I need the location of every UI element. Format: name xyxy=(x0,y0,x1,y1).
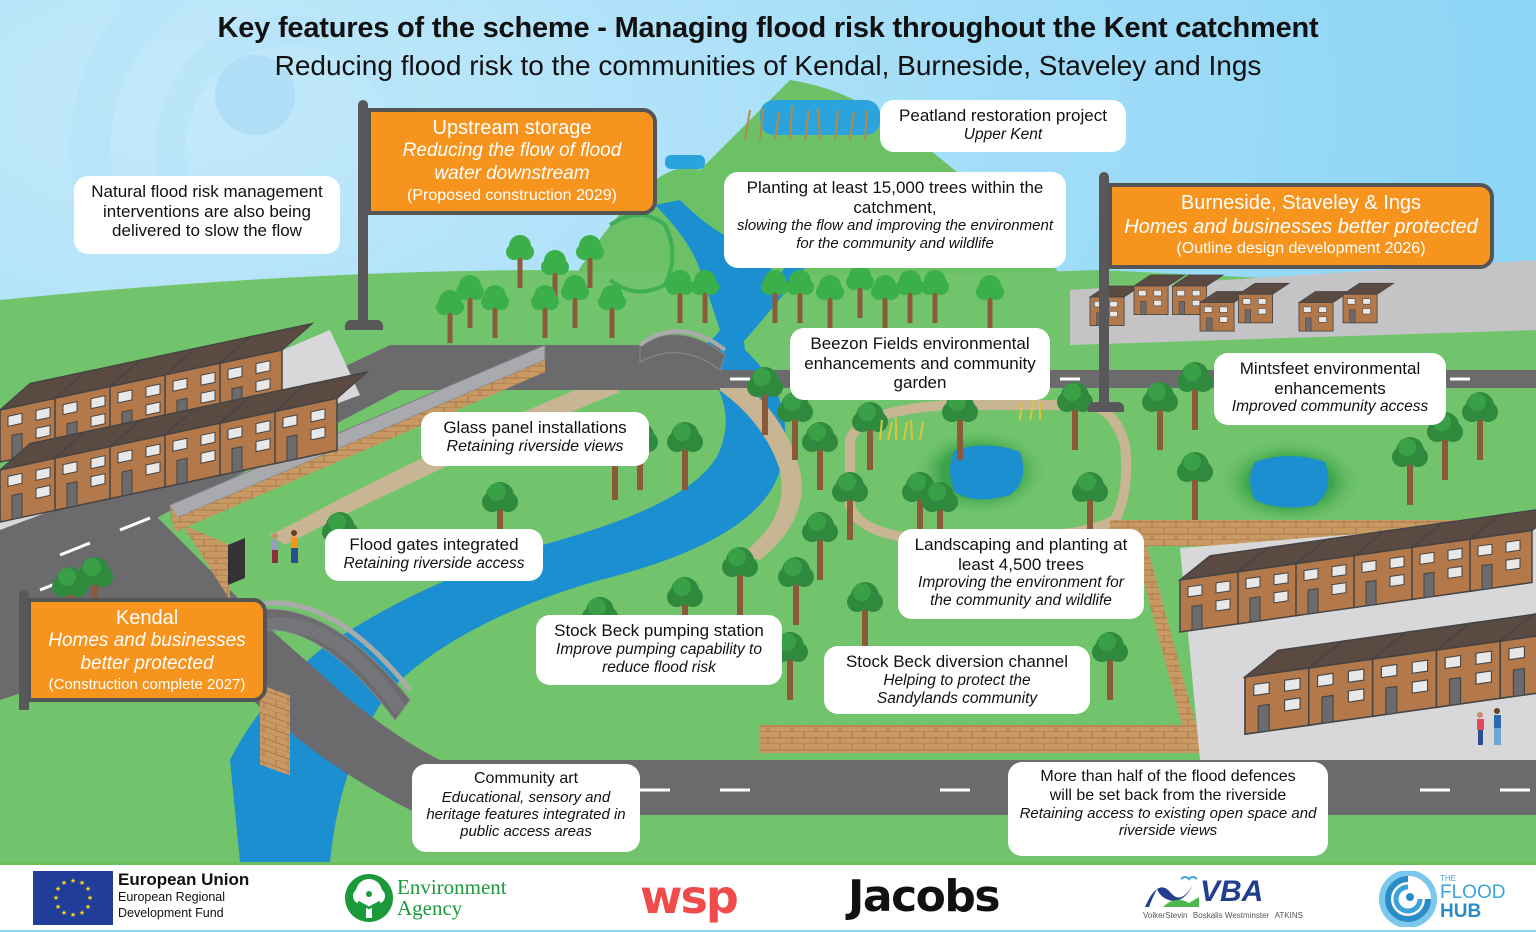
sign-italic: Homes and businesses better protected xyxy=(1124,216,1478,238)
svg-text:★: ★ xyxy=(61,909,67,917)
callout-italic: Retaining riverside access xyxy=(343,554,525,572)
callout-heading: Beezon Fields environmental enhancements… xyxy=(804,334,1036,393)
callout-heading: Flood gates integrated xyxy=(349,535,519,554)
svg-text:★: ★ xyxy=(85,903,91,911)
sign-note: (Outline design development 2026) xyxy=(1176,240,1426,257)
sign-title: Upstream storage xyxy=(432,117,592,139)
jacobs-logo: Jacobs xyxy=(848,871,1001,922)
callout-beezon-fields: Beezon Fields environmental enhancements… xyxy=(790,328,1050,400)
callout-heading: Stock Beck pumping station xyxy=(554,621,764,640)
callout-mintsfeet: Mintsfeet environmental enhancements Imp… xyxy=(1214,353,1446,425)
callout-setback-defences: More than half of the flood defences wil… xyxy=(1008,762,1328,856)
callout-community-art: Community art Educational, sensory and h… xyxy=(412,764,640,852)
eu-line1: European Regional xyxy=(118,890,226,904)
svg-text:★: ★ xyxy=(85,885,91,893)
svg-text:★: ★ xyxy=(70,877,76,885)
callout-italic: Educational, sensory and heritage featur… xyxy=(426,788,626,841)
callout-stock-beck-diversion: Stock Beck diversion channel Helping to … xyxy=(824,646,1090,714)
sign-burneside-staveley-ings: Burneside, Staveley & Ings Homes and bus… xyxy=(1108,183,1494,269)
ea-line1: Environment xyxy=(397,875,507,899)
ea-line2: Agency xyxy=(397,895,463,920)
callout-peatland-restoration: Peatland restoration project Upper Kent xyxy=(880,100,1126,152)
svg-text:★: ★ xyxy=(53,894,59,902)
svg-text:★: ★ xyxy=(79,879,85,887)
vba-partner: VolkerStevin xyxy=(1143,911,1188,920)
partner-logos-footer: ★★★★★★ ★★★★★★ European Union European Re… xyxy=(0,862,1536,930)
eu-flag-icon: ★★★★★★ ★★★★★★ xyxy=(33,871,113,925)
callout-heading: Natural flood risk management interventi… xyxy=(91,182,323,241)
oak-tree-person-icon xyxy=(344,872,394,929)
vba-partner: Boskalis Westminster xyxy=(1192,911,1270,920)
eu-title: European Union xyxy=(118,870,250,889)
sign-pole-foot xyxy=(1088,402,1124,412)
svg-text:★: ★ xyxy=(87,894,93,902)
landscape-illustration xyxy=(0,0,1536,862)
callout-heading: Community art xyxy=(473,770,579,787)
callout-italic: Helping to protect the Sandylands commun… xyxy=(876,671,1038,707)
callout-heading: Mintsfeet environmental enhancements xyxy=(1239,359,1421,398)
page-title: Key features of the scheme - Managing fl… xyxy=(217,12,1319,44)
sign-italic: Homes and businesses better protected xyxy=(48,630,246,674)
callout-heading: Peatland restoration project xyxy=(899,106,1107,125)
wave-bird-icon xyxy=(1143,871,1203,916)
callout-italic: slowing the flow and improving the envir… xyxy=(736,217,1053,252)
callout-stock-beck-pumping-station: Stock Beck pumping station Improve pumpi… xyxy=(536,615,782,685)
environment-agency-logo-text: Environment Agency xyxy=(397,877,507,918)
svg-text:★: ★ xyxy=(79,909,85,917)
sign-pole-foot xyxy=(345,320,383,330)
sign-pole-burneside xyxy=(1099,172,1109,408)
sign-title: Burneside, Staveley & Ings xyxy=(1180,192,1422,214)
sign-pole-kendal xyxy=(19,590,29,710)
sign-upstream-storage: Upstream storage Reducing the flow of fl… xyxy=(367,108,657,215)
callout-italic: Improve pumping capability to reduce flo… xyxy=(556,640,762,676)
svg-text:★: ★ xyxy=(70,911,76,919)
svg-text:★: ★ xyxy=(55,885,61,893)
sign-title: Kendal xyxy=(115,607,179,629)
callout-italic: Retaining riverside views xyxy=(446,437,624,455)
wsp-logo: wsp xyxy=(640,870,739,924)
sign-note: (Construction complete 2027) xyxy=(48,675,246,693)
flood-hub-logo-text: THE FLOOD HUB xyxy=(1440,874,1506,922)
callout-italic: Improving the environment for the commun… xyxy=(918,574,1124,610)
callout-heading: Stock Beck diversion channel xyxy=(845,652,1069,671)
callout-natural-flood-management: Natural flood risk management interventi… xyxy=(74,176,340,254)
callout-italic: Improved community access xyxy=(1231,398,1429,416)
callout-heading: Glass panel installations xyxy=(443,418,627,437)
page-subtitle: Reducing flood risk to the communities o… xyxy=(274,50,1262,81)
callout-heading: Planting at least 15,000 trees within th… xyxy=(746,178,1044,217)
flood-hub-the: THE xyxy=(1440,874,1456,883)
vba-partner: ATKINS xyxy=(1274,911,1303,920)
sign-pole-upstream xyxy=(358,100,368,328)
callout-italic: Retaining access to existing open space … xyxy=(1019,805,1317,840)
callout-landscaping-4500-trees: Landscaping and planting at least 4,500 … xyxy=(898,529,1144,619)
flood-hub-hub: HUB xyxy=(1440,901,1482,922)
vba-logo-text: VBA xyxy=(1200,875,1264,908)
eu-logo-text: European Union European Regional Develop… xyxy=(118,870,249,921)
eu-line2: Development Fund xyxy=(118,905,224,920)
callout-flood-gates: Flood gates integrated Retaining riversi… xyxy=(325,529,543,581)
callout-15000-trees: Planting at least 15,000 trees within th… xyxy=(724,172,1066,268)
scheme-illustration xyxy=(0,0,1536,862)
svg-text:★: ★ xyxy=(55,903,61,911)
callout-glass-panels: Glass panel installations Retaining rive… xyxy=(421,412,649,466)
swirl-icon xyxy=(1378,870,1438,932)
callout-heading: Landscaping and planting at least 4,500 … xyxy=(914,535,1128,574)
sign-kendal: Kendal Homes and businesses better prote… xyxy=(27,598,267,702)
sign-note: (Proposed construction 2029) xyxy=(407,186,617,204)
sign-italic: Reducing the flow of flood water downstr… xyxy=(402,140,622,184)
flood-hub-flood: FLOOD xyxy=(1440,882,1506,903)
svg-text:★: ★ xyxy=(61,879,67,887)
callout-italic: Upper Kent xyxy=(963,125,1043,143)
callout-heading: More than half of the flood defences wil… xyxy=(1040,768,1296,804)
vba-partner-list: VolkerStevin Boskalis Westminster ATKINS xyxy=(1143,911,1303,920)
